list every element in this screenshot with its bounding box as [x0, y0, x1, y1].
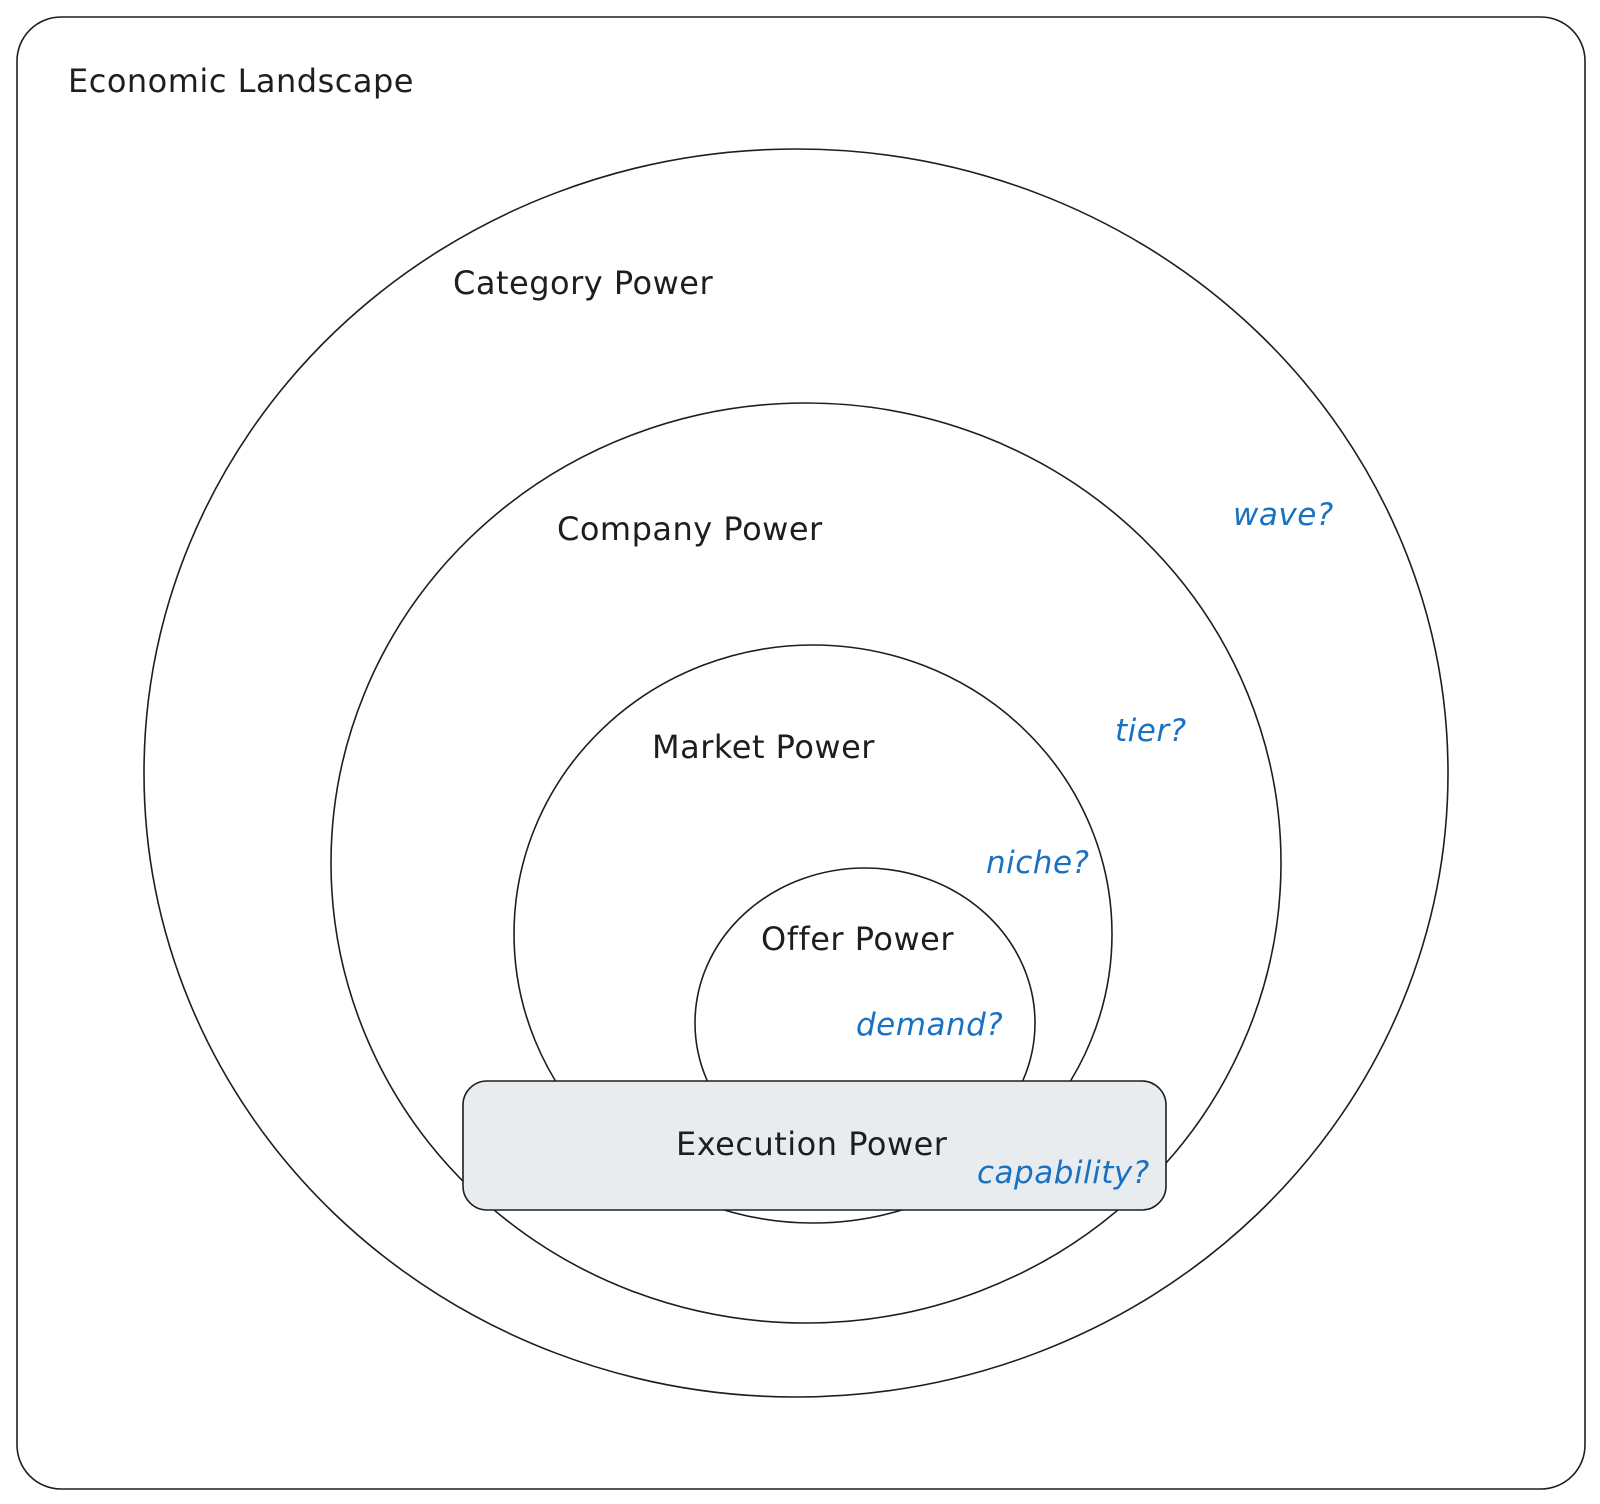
company-power-ring	[330, 402, 1282, 1324]
market-power-label: Market Power	[652, 728, 875, 766]
execution-question: capability?	[977, 1155, 1150, 1191]
category-question: wave?	[1233, 497, 1334, 533]
offer-question: demand?	[856, 1007, 1003, 1043]
economic-landscape-frame	[16, 16, 1586, 1490]
economic-landscape-title: Economic Landscape	[68, 62, 414, 100]
execution-power-label: Execution Power	[676, 1125, 948, 1163]
market-question: niche?	[986, 845, 1089, 881]
company-question: tier?	[1115, 713, 1187, 749]
market-power-ring	[513, 644, 1113, 1224]
execution-power-box	[462, 1080, 1167, 1211]
category-power-ring	[143, 148, 1449, 1398]
category-power-label: Category Power	[453, 264, 713, 302]
company-power-label: Company Power	[557, 510, 823, 548]
offer-power-label: Offer Power	[761, 920, 954, 958]
